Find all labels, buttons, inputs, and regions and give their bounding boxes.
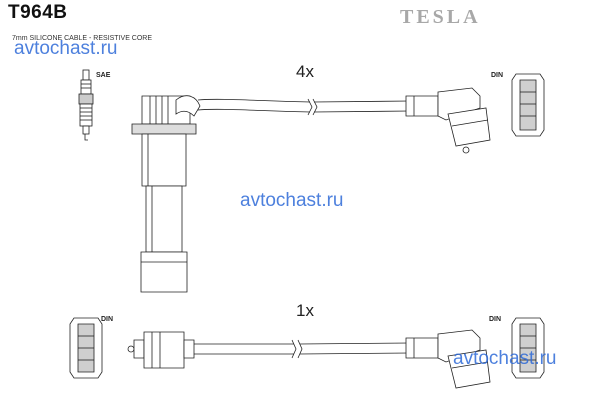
- angled-boot-connector: [405, 87, 491, 154]
- cable-spec-text: 7mm SILICONE CABLE - RESISTIVE CORE: [12, 35, 153, 42]
- connector-type-label: DIN: [489, 316, 502, 323]
- spark-plug-icon: [78, 69, 94, 141]
- brand-logo: TESLA: [400, 6, 481, 28]
- ignition-wire: [194, 339, 411, 359]
- ignition-wire: [197, 98, 411, 116]
- connector-type-label: SAE: [96, 72, 111, 79]
- din-terminal-icon: [69, 317, 103, 379]
- cable-quantity: 4x: [296, 62, 314, 81]
- angled-boot-connector: [405, 329, 491, 389]
- connector-type-label: DIN: [101, 316, 114, 323]
- straight-boot-connector: [131, 95, 201, 293]
- cable-quantity: 1x: [296, 301, 314, 320]
- din-terminal-icon: [511, 73, 545, 137]
- connector-type-label: DIN: [491, 72, 504, 79]
- din-terminal-icon: [511, 317, 545, 379]
- watermark: avtochast.ru: [240, 190, 344, 211]
- watermark: avtochast.ru: [14, 38, 118, 59]
- straight-boot-connector: [127, 331, 195, 369]
- watermark: avtochast.ru: [453, 348, 557, 369]
- part-number: T964B: [8, 2, 68, 23]
